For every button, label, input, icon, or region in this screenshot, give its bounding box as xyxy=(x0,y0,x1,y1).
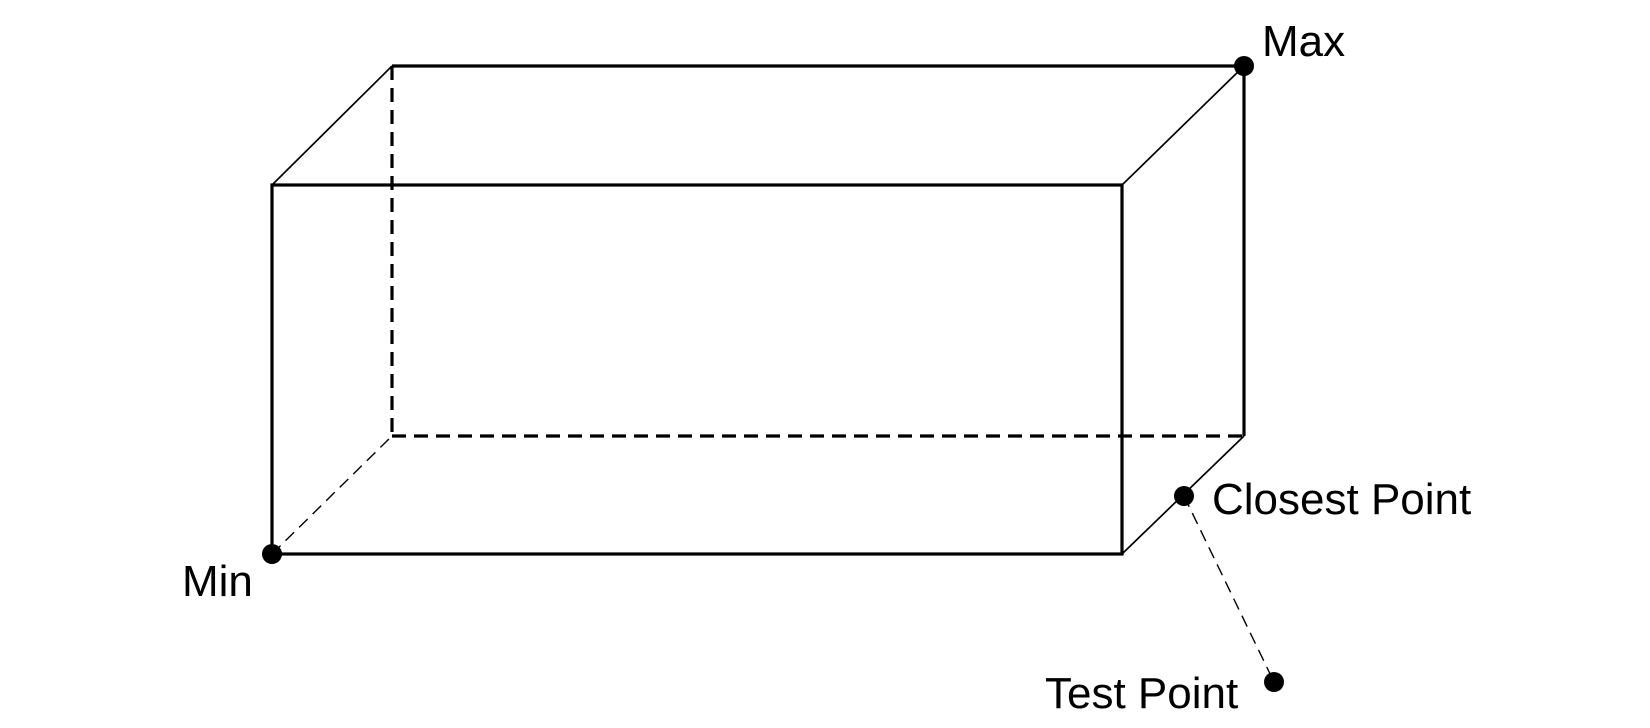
max-label: Max xyxy=(1262,17,1345,66)
test-point xyxy=(1264,672,1284,692)
min-label: Min xyxy=(182,557,253,606)
front-face xyxy=(270,183,1124,556)
closest-point-label: Closest Point xyxy=(1212,475,1471,524)
test-point-label: Test Point xyxy=(1045,669,1238,718)
max-point xyxy=(1234,56,1254,76)
top-left-depth-edge xyxy=(271,65,393,186)
hidden-back-depth-edge xyxy=(271,435,393,555)
closest-point xyxy=(1174,486,1194,506)
top-right-depth-edge xyxy=(1121,65,1245,186)
min-point xyxy=(262,544,282,564)
closest-to-test-connector xyxy=(1183,495,1275,683)
